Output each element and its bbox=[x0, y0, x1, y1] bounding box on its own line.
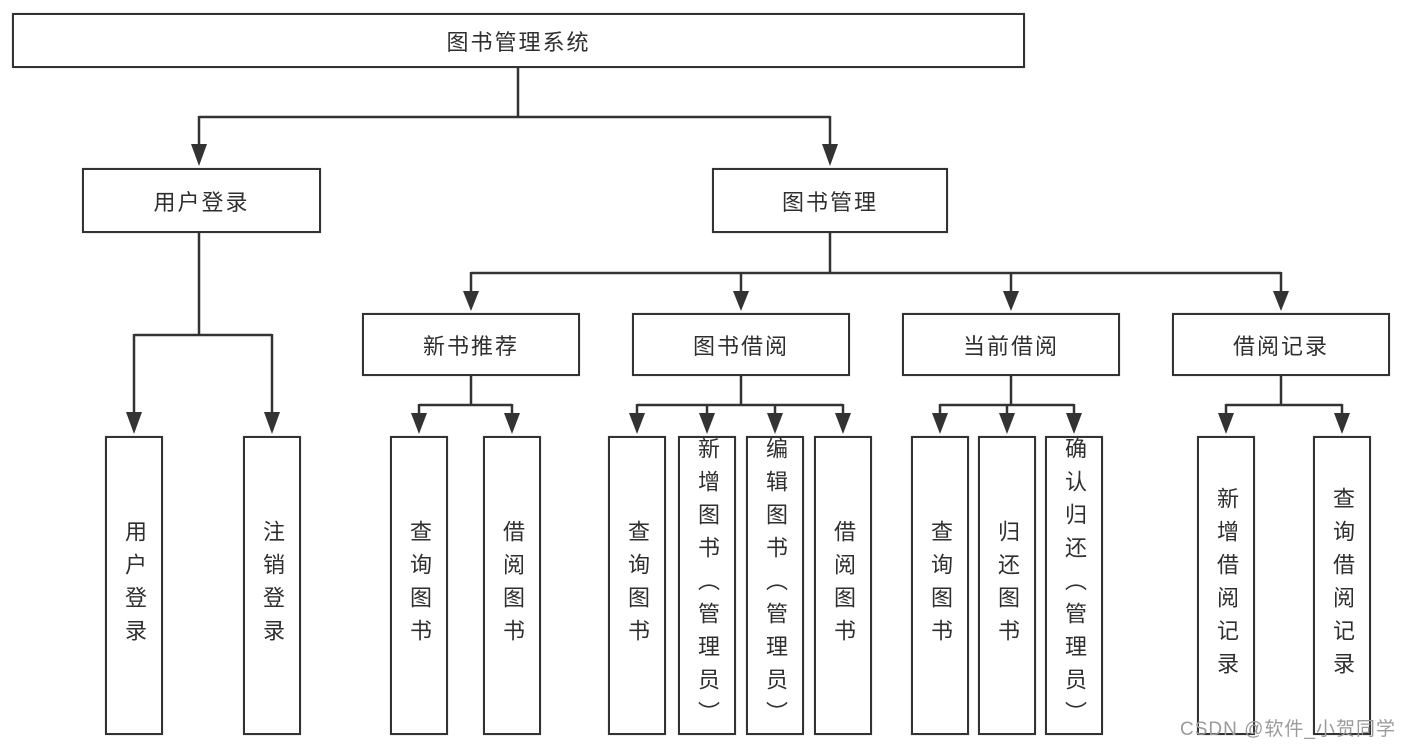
connector-book-borrowing bbox=[629, 376, 851, 434]
connector-current-borrowing bbox=[932, 376, 1082, 434]
connector-user-login bbox=[126, 233, 280, 434]
node-book-management: 图书管理 bbox=[712, 168, 948, 233]
leaf-label: 确认归还（管理员） bbox=[1062, 437, 1087, 734]
leaf-label: 新增图书（管理员） bbox=[695, 437, 720, 734]
leaf-label: 查询借阅记录 bbox=[1330, 486, 1355, 685]
connector-book-management bbox=[463, 233, 1289, 311]
connector-borrowing-records bbox=[1218, 376, 1350, 434]
node-library-system: 图书管理系统 bbox=[12, 13, 1025, 68]
leaf-label: 借阅图书 bbox=[831, 519, 856, 652]
leaf-add-borrow-record: 新增借阅记录 bbox=[1197, 436, 1255, 735]
leaf-confirm-return-admin: 确认归还（管理员） bbox=[1045, 436, 1103, 735]
leaf-query-books-recommend: 查询图书 bbox=[390, 436, 448, 735]
node-new-book-recommendation: 新书推荐 bbox=[362, 313, 580, 376]
node-borrowing-records: 借阅记录 bbox=[1172, 313, 1390, 376]
leaf-label: 注销登录 bbox=[260, 519, 285, 652]
leaf-label: 归还图书 bbox=[995, 519, 1020, 652]
leaf-return-book: 归还图书 bbox=[978, 436, 1036, 735]
connector-root bbox=[191, 68, 838, 166]
leaf-edit-book-admin: 编辑图书（管理员） bbox=[746, 436, 804, 735]
leaf-query-books-current: 查询图书 bbox=[911, 436, 969, 735]
node-current-borrowing: 当前借阅 bbox=[902, 313, 1120, 376]
watermark: CSDN @软件_小贺同学 bbox=[1180, 719, 1396, 740]
leaf-logout: 注销登录 bbox=[243, 436, 301, 735]
leaf-label: 借阅图书 bbox=[500, 519, 525, 652]
node-book-borrowing: 图书借阅 bbox=[632, 313, 850, 376]
leaf-query-books-borrow: 查询图书 bbox=[608, 436, 666, 735]
leaf-add-book-admin: 新增图书（管理员） bbox=[678, 436, 736, 735]
leaf-label: 编辑图书（管理员） bbox=[763, 437, 788, 734]
leaf-label: 查询图书 bbox=[407, 519, 432, 652]
leaf-user-login: 用户登录 bbox=[105, 436, 163, 735]
leaf-borrow-books: 借阅图书 bbox=[814, 436, 872, 735]
leaf-label: 新增借阅记录 bbox=[1214, 486, 1239, 685]
leaf-label: 查询图书 bbox=[625, 519, 650, 652]
connector-new-book-recommendation bbox=[411, 376, 520, 434]
leaf-label: 用户登录 bbox=[122, 519, 147, 652]
node-user-login: 用户登录 bbox=[82, 168, 321, 233]
leaf-label: 查询图书 bbox=[928, 519, 953, 652]
leaf-borrow-books-recommend: 借阅图书 bbox=[483, 436, 541, 735]
leaf-query-borrow-record: 查询借阅记录 bbox=[1313, 436, 1371, 735]
